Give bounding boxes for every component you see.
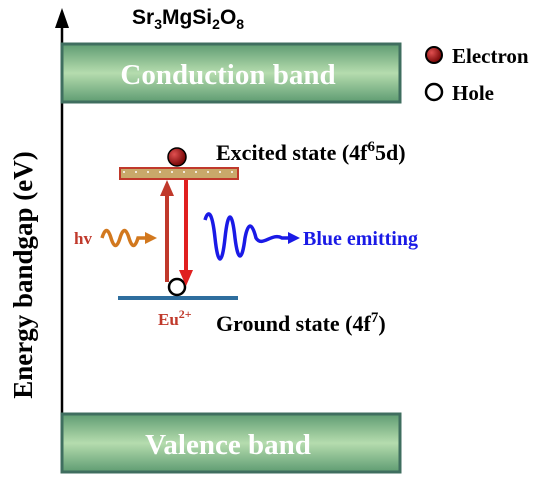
electron-legend-icon (425, 46, 443, 64)
hole-legend-icon (424, 82, 444, 102)
valence-band (60, 412, 402, 474)
excitation-label: hv (74, 229, 92, 248)
ground-hole-icon (167, 277, 187, 297)
ground-state-label: Ground state (4f7) (216, 310, 386, 336)
emission-wave (203, 212, 290, 261)
excitation-wave-arrowhead (145, 232, 157, 244)
excited-electron-icon (167, 147, 187, 167)
excited-state-level (119, 167, 239, 180)
energy-axis-arrowhead (55, 8, 69, 28)
conduction-band-label: Conduction band (120, 59, 335, 91)
excitation-wave (100, 228, 146, 248)
conduction-band (60, 42, 402, 104)
excited-state-label: Excited state (4f65d) (216, 139, 406, 165)
emission-arrowhead (179, 270, 193, 286)
y-axis-label: Energy bandgap (eV) (8, 151, 38, 399)
valence-band-label: Valence band (145, 429, 311, 461)
hole-legend-label: Hole (452, 81, 494, 105)
emission-wave-arrowhead (288, 232, 300, 244)
ion-label: Eu2+ (158, 307, 192, 329)
absorption-arrowhead (160, 180, 174, 196)
electron-legend-label: Electron (452, 44, 529, 68)
emission-label: Blue emitting (303, 228, 418, 250)
compound-formula: Sr3MgSi2O8 (132, 6, 244, 32)
